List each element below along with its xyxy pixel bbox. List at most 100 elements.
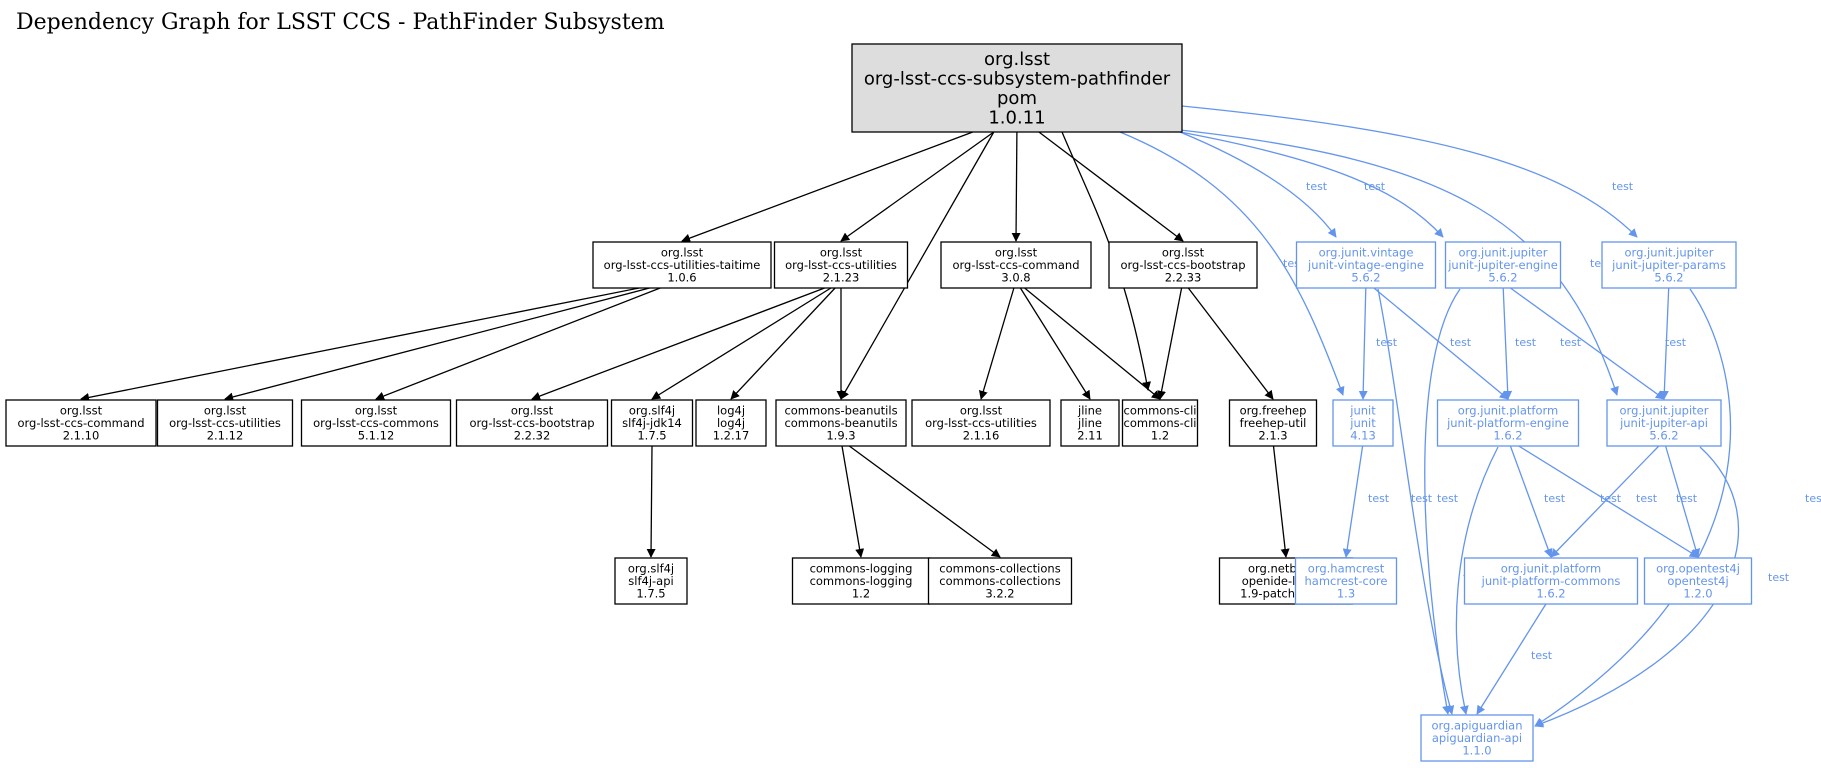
node-label-line: org-lsst-ccs-command: [17, 416, 144, 430]
node-label-line: org.junit.vintage: [1319, 246, 1414, 260]
edges-layer: test test test test test test test test test test…: [80, 105, 1821, 728]
node-label-line: 2.2.33: [1165, 271, 1202, 285]
edge-line: [1187, 287, 1274, 400]
node-label-line: 2.1.10: [63, 429, 100, 443]
node-label-line: org-lsst-ccs-utilities: [925, 416, 1037, 430]
edge-line: [646, 445, 656, 558]
node-collections: commons-collectionscommons-collections3.…: [927, 557, 1073, 605]
node-label-line: org.junit.jupiter: [1459, 246, 1548, 260]
node-label-line: commons-logging: [810, 562, 913, 576]
node-label-line: junit-platform-commons: [1481, 574, 1621, 588]
edge-root-to-boot2233: [1038, 131, 1184, 242]
edge-root-to-util2123: [840, 131, 995, 242]
node-label-line: 1.0.11: [988, 108, 1045, 129]
node-label-line: commons-beanutils: [784, 416, 897, 430]
node-label-line: org-lsst-ccs-bootstrap: [1120, 258, 1245, 272]
node-box: [1444, 241, 1562, 289]
node-label-line: org-lsst-ccs-bootstrap: [469, 416, 594, 430]
node-box: [1420, 714, 1534, 762]
edge-root-to-taitime: [681, 131, 974, 243]
node-label-line: org-lsst-ccs-utilities: [169, 416, 281, 430]
edge-jupapi-to-platcom: test: [1550, 445, 1660, 558]
edge-jupeng-to-plateng: test: [1502, 287, 1537, 400]
node-label-line: log4j: [717, 404, 745, 418]
edge-label: test: [1411, 492, 1433, 505]
node-label-line: 1.3: [1337, 587, 1355, 601]
node-label-line: junit-vintage-engine: [1307, 258, 1424, 272]
node-box: [1060, 399, 1120, 447]
node-box: [1606, 399, 1722, 447]
node-label-line: commons-collections: [939, 562, 1060, 576]
edge-line: [1011, 131, 1021, 242]
node-label-line: 1.1.0: [1462, 744, 1491, 758]
node-jupeng: org.junit.jupiterjunit-jupiter-engine5.6…: [1444, 241, 1562, 289]
node-label-line: apiguardian-api: [1432, 731, 1522, 745]
edge-line: [1119, 131, 1345, 396]
edge-line: [1659, 287, 1670, 400]
node-label-line: slf4j-jdk14: [622, 416, 682, 430]
edge-platcom-to-apiguardian: test: [1476, 603, 1553, 715]
edge-label: test: [1636, 492, 1658, 505]
edge-label: test: [1600, 492, 1622, 505]
node-label-line: junit: [1349, 416, 1376, 430]
node-label-line: org-lsst-ccs-commons: [313, 416, 439, 430]
nodes-layer: org.lsst org-lsst-ccs-subsystem-pathfinde…: [5, 43, 1753, 762]
node-box: [592, 241, 772, 289]
edge-line: [1038, 131, 1184, 242]
node-box: [156, 399, 294, 447]
node-box: [911, 399, 1051, 447]
node-label-line: org.lsst: [511, 404, 554, 418]
node-box: [1294, 557, 1398, 605]
node-label-line: 1.2.0: [1683, 587, 1712, 601]
edge-line: [224, 287, 650, 402]
node-label-line: 1.7.5: [636, 587, 665, 601]
node-box: [773, 241, 909, 289]
node-label-line: 5.6.2: [1488, 271, 1517, 285]
node-label-line: junit-jupiter-params: [1611, 258, 1726, 272]
node-juppar: org.junit.jupiterjunit-jupiter-params5.6…: [1601, 241, 1737, 289]
edge-beanutils-to-logging: [841, 445, 865, 558]
edge-beanutils-to-collections: [848, 445, 1001, 558]
node-label-line: org.apiguardian: [1431, 719, 1522, 733]
edge-label: test: [1437, 492, 1459, 505]
node-box: [455, 399, 609, 447]
node-vintage: org.junit.vintagejunit-vintage-engine5.6…: [1295, 241, 1437, 289]
node-label-line: 2.1.16: [963, 429, 1000, 443]
node-plateng: org.junit.platformjunit-platform-engine1…: [1436, 399, 1580, 447]
node-label-line: slf4j-api: [628, 574, 673, 588]
node-label-line: 3.2.2: [985, 587, 1014, 601]
node-label-line: junit-jupiter-engine: [1447, 258, 1558, 272]
edge-juppar-to-jupapi: test: [1659, 287, 1687, 400]
edge-label: test: [1531, 649, 1553, 662]
node-label-line: 2.2.32: [514, 429, 551, 443]
edge-label: test: [1364, 180, 1386, 193]
edge-jupeng-to-apiguardian: test: [1424, 288, 1461, 715]
edge-label: test: [1515, 336, 1537, 349]
node-label-line: org.opentest4j: [1656, 562, 1740, 576]
node-label-line: org-lsst-ccs-subsystem-pathfinder: [864, 69, 1171, 90]
edge-jupapi-to-opentest: test: [1664, 445, 1701, 558]
edge-label: test: [1805, 492, 1821, 505]
edge-line: [1024, 287, 1161, 400]
edge-line: [1424, 288, 1461, 715]
node-root: org.lsstorg-lsst-ccs-subsystem-pathfinde…: [851, 43, 1183, 133]
edge-taitime-to-util2112: [224, 287, 650, 402]
node-label-line: org.freehep: [1240, 404, 1307, 418]
node-label-line: org.junit.jupiter: [1620, 404, 1709, 418]
node-label-line: 1.6.2: [1493, 429, 1522, 443]
node-label-line: opentest4j: [1667, 574, 1728, 588]
edge-line: [841, 445, 865, 558]
node-box: [300, 399, 452, 447]
node-label-line: org.hamcrest: [1308, 562, 1385, 576]
edge-line: [1509, 445, 1553, 558]
node-label-line: junit-platform-engine: [1446, 416, 1569, 430]
node-box: [1643, 557, 1753, 605]
node-label-line: org.lsst: [661, 246, 704, 260]
